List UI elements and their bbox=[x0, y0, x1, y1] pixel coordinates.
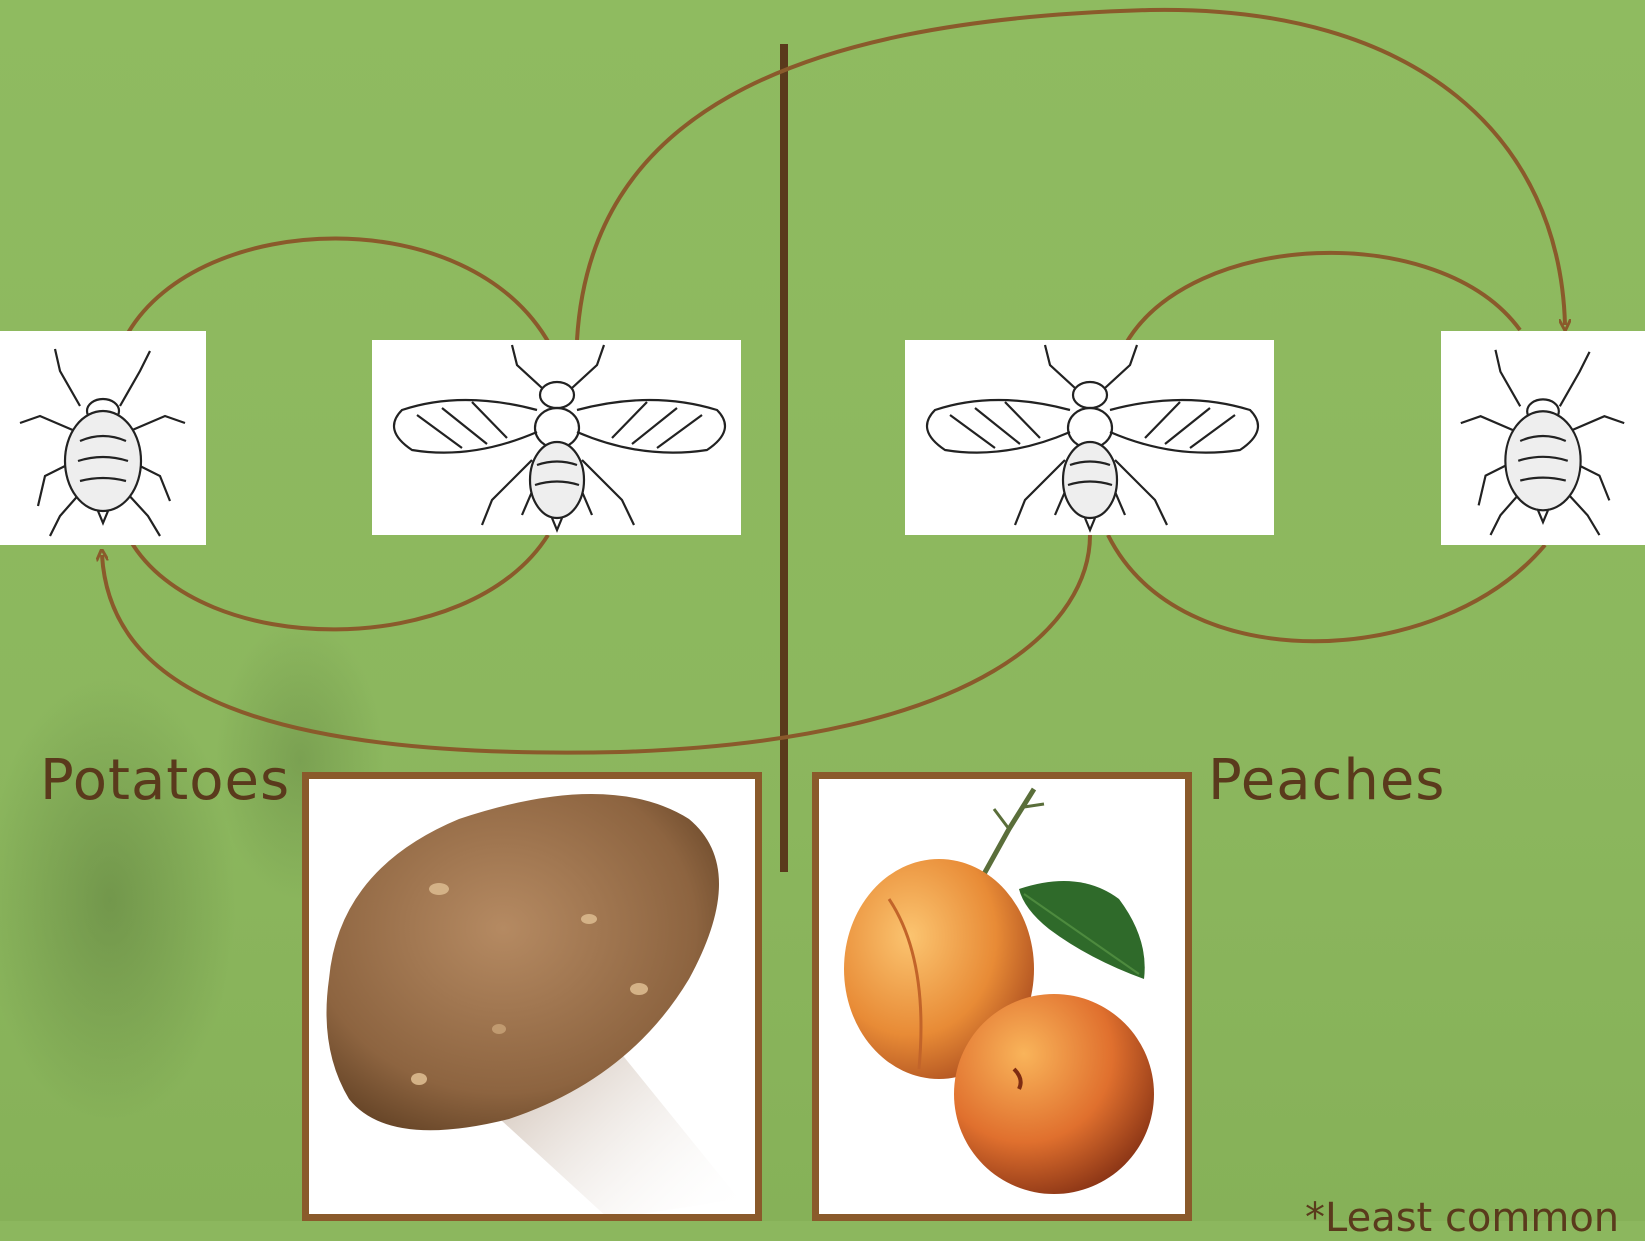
left-loop-top-arrow bbox=[128, 238, 550, 345]
winged-aphid-icon bbox=[905, 340, 1274, 535]
wingless-aphid-icon bbox=[0, 331, 206, 545]
wingless-aphid-left-panel bbox=[0, 331, 206, 545]
right-loop-bottom-arrow bbox=[1108, 535, 1545, 641]
potato-icon bbox=[309, 779, 755, 1221]
wingless-aphid-right-panel bbox=[1441, 331, 1645, 545]
peaches-icon bbox=[819, 779, 1185, 1221]
peaches-label: Peaches bbox=[1208, 748, 1445, 813]
potato-photo-frame bbox=[302, 772, 762, 1221]
winged-aphid-right-panel bbox=[905, 340, 1274, 535]
migration-arrow-to-peaches bbox=[577, 10, 1565, 340]
wingless-aphid-icon bbox=[1441, 331, 1645, 545]
winged-aphid-icon bbox=[372, 340, 741, 535]
left-loop-bottom-arrow bbox=[130, 535, 548, 629]
winged-aphid-left-panel bbox=[372, 340, 741, 535]
potatoes-label: Potatoes bbox=[40, 748, 290, 813]
peaches-photo-frame bbox=[812, 772, 1192, 1221]
migration-arrow-to-potatoes bbox=[102, 535, 1090, 753]
footnote: *Least common bbox=[1305, 1195, 1619, 1241]
